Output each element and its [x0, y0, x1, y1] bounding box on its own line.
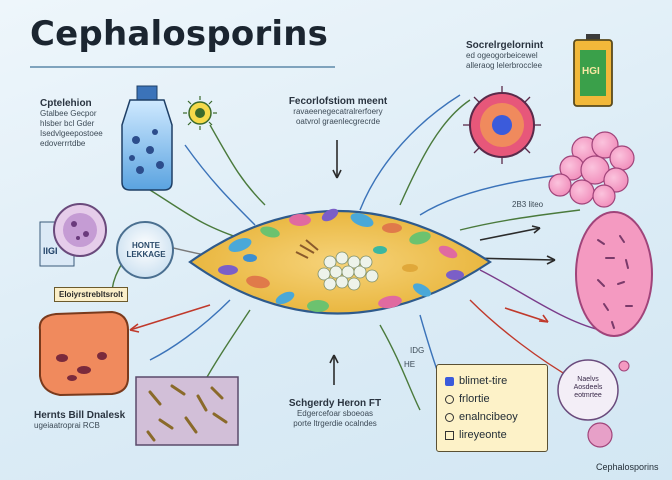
mid-right-caption: 2B3 liteo	[512, 200, 544, 209]
top-left-heading: Cptelehion	[40, 98, 92, 109]
battery-illustration	[573, 34, 613, 107]
cell-cluster-illustration	[548, 131, 635, 208]
bottom-center-heading: Schgerdy Heron FT	[288, 398, 382, 409]
small-mark-a: IDG	[410, 346, 425, 355]
top-left-line-3: Isedvlgeepostoee	[40, 129, 103, 138]
title-underline	[30, 66, 335, 68]
bottom-center-label-group: Schgerdy Heron FT Edgercefoar sboeoas po…	[270, 398, 400, 429]
bottom-right-cell-illustration	[557, 359, 630, 448]
page-title: Cephalosporins	[30, 14, 329, 54]
pink-oval-cell-illustration	[575, 211, 653, 337]
legend-item-4-label: lireyeonte	[459, 429, 507, 441]
top-right-line-1: ed ogeogorbeicewel	[466, 51, 538, 60]
bottom-left-label-group: Hernts Bill Dnalesk ugeiaatroprai RCB	[34, 410, 125, 431]
petri-dish-illustration	[39, 203, 107, 267]
top-left-line-2: hlsber bcl Gder	[40, 119, 95, 128]
colony-rods	[295, 239, 319, 259]
top-center-label-group: Fecorlofstiom meent ravaeenegecatralrerf…	[276, 96, 400, 127]
top-right-heading: Socrelrgelornint	[466, 40, 544, 51]
top-right-label-group: Socrelrgelornint ed ogeogorbeicewel alle…	[466, 40, 543, 71]
legend-item-2-label: frlortie	[459, 393, 490, 405]
legend-swatch-4	[445, 430, 454, 440]
top-center-line-2: oatvrol graenlecgrecrde	[295, 117, 381, 126]
disc-label: HONTE LEKKAGE	[126, 241, 166, 259]
tissue-blob-illustration	[38, 310, 129, 397]
colony-cluster	[317, 251, 379, 291]
top-center-line-1: ravaeenegecatralrerfoery	[293, 107, 383, 116]
bottom-center-line-1: Edgercefoar sboeoas	[296, 409, 374, 418]
colony-bacteria	[218, 208, 464, 312]
bottom-center-line-2: porte ltrgerdie ocalndes	[293, 419, 377, 428]
virus-particle-illustration	[183, 96, 217, 130]
central-lens-colony	[188, 208, 492, 315]
top-left-line-4: edoverrrtdbe	[40, 139, 86, 148]
legend-item-1-label: blimet-tire	[459, 375, 508, 387]
small-mark-b: HE	[404, 360, 416, 369]
legend-swatch-3	[445, 412, 454, 422]
magnifier-disc	[116, 221, 174, 279]
microscopy-panel-illustration	[135, 376, 239, 446]
corner-caption: Cephalosporins	[596, 462, 659, 472]
legend-swatch-2	[445, 394, 454, 404]
legend-item-3-label: enalncibeoy	[459, 411, 518, 423]
legend-item-1: blimet-tire	[445, 375, 507, 387]
bottom-left-heading: Hernts Bill Dnalesk	[34, 410, 126, 421]
top-center-heading: Fecorlofstiom meent	[288, 96, 388, 107]
bottom-right-cell-text: Naelvs Aosdeels eotmrtee	[573, 376, 603, 399]
legend-item-4: lireyeonte	[445, 429, 507, 441]
legend-box: blimet-tire frlortie enalncibeoy lireyeo…	[436, 364, 548, 452]
culture-bottle-illustration	[121, 85, 173, 191]
left-tag: Eloiyrstrebltsrolt	[54, 287, 129, 302]
top-right-line-2: alleraog lelerbrocclee	[466, 61, 543, 70]
spiky-bacterium-illustration	[463, 86, 541, 164]
legend-item-3: enalncibeoy	[445, 411, 518, 423]
legend-item-2: frlortie	[445, 393, 490, 405]
top-left-line-1: Gtalbee Gecpor	[40, 109, 97, 118]
top-left-label-group: Cptelehion Gtalbee Gecpor hlsber bcl Gde…	[40, 98, 103, 149]
bottom-left-sub: ugeiaatroprai RCB	[34, 421, 100, 430]
battery-badge: HGI	[582, 66, 600, 77]
legend-swatch-1	[445, 376, 454, 386]
petri-badge: lIGI	[43, 246, 58, 256]
